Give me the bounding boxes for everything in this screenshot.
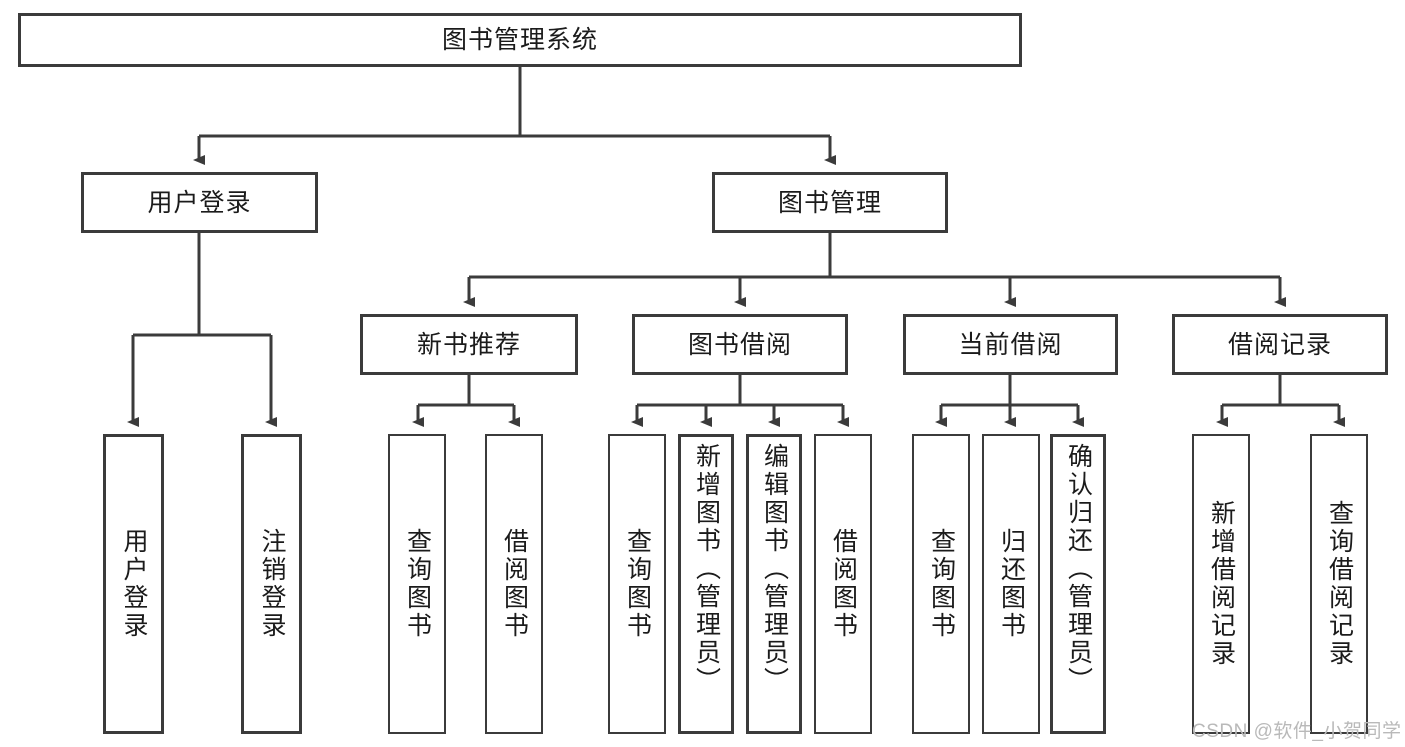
node-label: 归还图书 xyxy=(997,528,1026,640)
leaf-borrow-book[interactable]: 借阅图书 xyxy=(814,434,872,734)
node-label: 新增借阅记录 xyxy=(1207,500,1236,668)
leaf-query-book-borrow[interactable]: 查询图书 xyxy=(608,434,666,734)
node-user-login[interactable]: 用户登录 xyxy=(81,172,318,233)
node-label: 确认归还（管理员） xyxy=(1064,443,1093,695)
node-book-management[interactable]: 图书管理 xyxy=(712,172,948,233)
node-current-borrow[interactable]: 当前借阅 xyxy=(903,314,1118,375)
node-label: 图书借阅 xyxy=(687,330,792,359)
node-label: 用户登录 xyxy=(120,528,148,640)
node-label: 查询图书 xyxy=(403,528,432,640)
leaf-query-borrow-record[interactable]: 查询借阅记录 xyxy=(1310,434,1368,734)
node-label: 图书管理 xyxy=(777,188,882,217)
node-label: 用户登录 xyxy=(147,188,252,217)
leaf-return-book[interactable]: 归还图书 xyxy=(982,434,1040,734)
leaf-query-book-recommend[interactable]: 查询图书 xyxy=(388,434,446,734)
node-new-book-recommend[interactable]: 新书推荐 xyxy=(360,314,578,375)
leaf-borrow-book-recommend[interactable]: 借阅图书 xyxy=(485,434,543,734)
leaf-confirm-return-admin[interactable]: 确认归还（管理员） xyxy=(1050,434,1106,734)
node-borrow-record[interactable]: 借阅记录 xyxy=(1172,314,1388,375)
node-root-library-system[interactable]: 图书管理系统 xyxy=(18,13,1022,67)
leaf-logout[interactable]: 注销登录 xyxy=(241,434,302,734)
node-label: 图书管理系统 xyxy=(441,26,598,54)
node-label: 当前借阅 xyxy=(958,330,1063,359)
leaf-add-book-admin[interactable]: 新增图书（管理员） xyxy=(678,434,734,734)
node-label: 借阅图书 xyxy=(500,528,529,640)
node-book-borrow[interactable]: 图书借阅 xyxy=(632,314,848,375)
leaf-query-book-current[interactable]: 查询图书 xyxy=(912,434,970,734)
node-label: 查询图书 xyxy=(623,528,652,640)
watermark-text: CSDN @软件_小贺同学 xyxy=(1192,721,1402,742)
node-label: 新增图书（管理员） xyxy=(692,443,721,695)
node-label: 借阅记录 xyxy=(1227,330,1332,359)
node-label: 查询借阅记录 xyxy=(1325,500,1354,668)
leaf-add-borrow-record[interactable]: 新增借阅记录 xyxy=(1192,434,1250,734)
node-label: 新书推荐 xyxy=(416,330,521,359)
leaf-edit-book-admin[interactable]: 编辑图书（管理员） xyxy=(746,434,802,734)
node-label: 注销登录 xyxy=(258,528,286,640)
node-label: 借阅图书 xyxy=(829,528,858,640)
node-label: 查询图书 xyxy=(927,528,956,640)
node-label: 编辑图书（管理员） xyxy=(760,443,789,695)
leaf-user-login[interactable]: 用户登录 xyxy=(103,434,164,734)
